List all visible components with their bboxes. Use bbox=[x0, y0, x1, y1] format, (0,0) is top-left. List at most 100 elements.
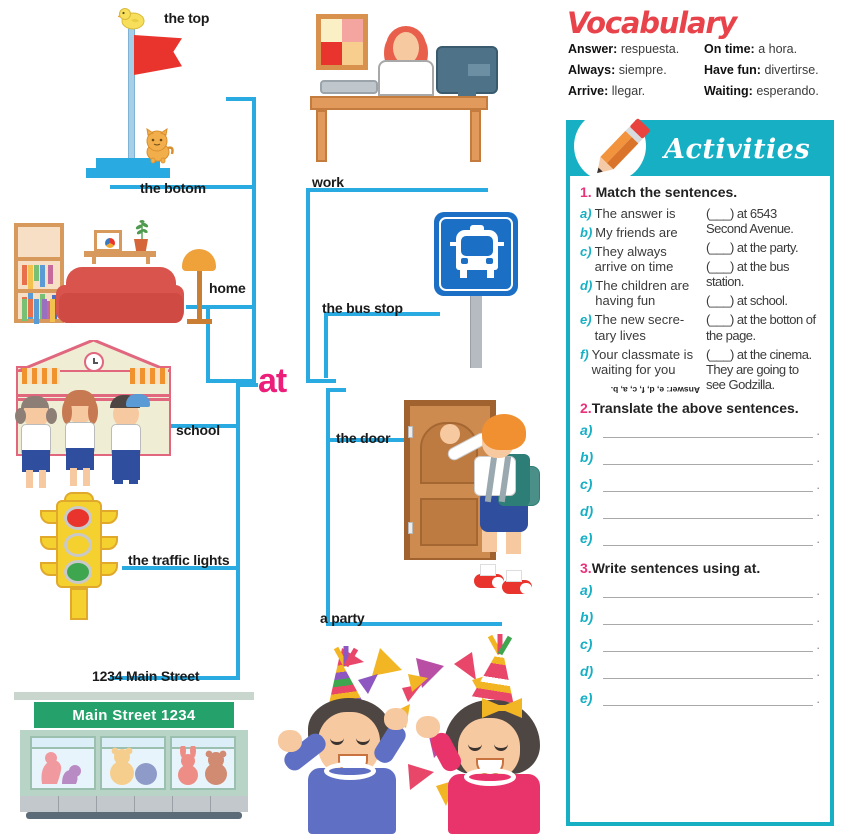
label-the-bottom: the botom bbox=[140, 180, 206, 196]
write-line[interactable] bbox=[603, 612, 814, 625]
vocab-entry: Waiting: esperando. bbox=[704, 84, 819, 99]
connector-line bbox=[326, 622, 502, 626]
label-school: school bbox=[176, 422, 220, 438]
vocab-entry: Arrive: llegar. bbox=[568, 84, 646, 99]
red-flag bbox=[134, 35, 182, 75]
yellow-light bbox=[64, 533, 92, 557]
connector-line bbox=[252, 185, 256, 381]
matching-exercise: a)The answer is b)My friends are c)They … bbox=[580, 206, 820, 396]
duck-icon bbox=[118, 8, 145, 30]
flag-base-upper bbox=[96, 158, 160, 168]
flagpole-illustration: the top the botom bbox=[0, 0, 230, 196]
connector-line bbox=[122, 566, 240, 570]
exercise-3-number: 3. bbox=[580, 559, 592, 576]
wall-picture bbox=[94, 230, 122, 252]
store-window-center bbox=[100, 736, 166, 790]
computer-monitor bbox=[436, 46, 498, 94]
connector-line bbox=[252, 97, 256, 187]
keyboard bbox=[320, 80, 378, 94]
school-illustration: school bbox=[4, 338, 220, 488]
exercise-3-heading: 3.Write sentences using at. bbox=[580, 559, 761, 576]
activities-body: 1. Match the sentences. a)The answer is … bbox=[570, 176, 830, 717]
vocab-entry: Always: siempre. bbox=[568, 63, 667, 78]
connector-line bbox=[236, 383, 258, 387]
write-line[interactable] bbox=[603, 585, 814, 598]
activities-card: Activities 1. Match the sentences. a)The… bbox=[566, 110, 834, 826]
label-the-top: the top bbox=[164, 10, 210, 26]
flag-base-lower bbox=[86, 168, 170, 178]
vocabulary-list: Answer: respuesta. On time: a hora. Alwa… bbox=[568, 40, 836, 103]
hat-tassel-boy bbox=[333, 646, 359, 668]
write-line[interactable] bbox=[603, 533, 814, 546]
write-line[interactable] bbox=[603, 506, 814, 519]
home-illustration: home bbox=[4, 205, 246, 325]
match-blank[interactable]: (___) at the cinema. They are going to s… bbox=[705, 346, 812, 392]
boy-hand bbox=[440, 424, 460, 444]
label-address: 1234 Main Street bbox=[92, 668, 200, 684]
mindmap-diagram: at bbox=[0, 0, 556, 834]
store-sign-text: Main Street 1234 bbox=[72, 706, 196, 724]
school-roof-outline bbox=[16, 340, 171, 372]
right-panel: Vocabulary Answer: respuesta. On time: a… bbox=[560, 0, 841, 834]
match-blank[interactable]: (___) at the botton of the page. bbox=[705, 312, 816, 343]
vocab-entry: Have fun: divertirse. bbox=[704, 63, 819, 78]
blank-row: b). bbox=[580, 448, 820, 465]
label-work: work bbox=[312, 174, 344, 190]
label-a-party: a party bbox=[320, 610, 365, 626]
write-line[interactable] bbox=[603, 639, 814, 652]
exercise-2-heading: 2.Translate the above sentences. bbox=[580, 399, 799, 416]
vocab-entry: On time: a hora. bbox=[704, 42, 798, 56]
write-line[interactable] bbox=[603, 479, 814, 492]
party-illustration: a party bbox=[278, 610, 556, 834]
connector-line bbox=[324, 312, 440, 316]
connector-line bbox=[306, 188, 488, 192]
blank-row: c). bbox=[580, 475, 820, 492]
match-item: d)The children are having fun bbox=[580, 278, 690, 309]
hair-bow bbox=[482, 698, 522, 718]
green-light bbox=[64, 560, 92, 584]
write-line[interactable] bbox=[603, 693, 814, 706]
blank-row: c). bbox=[580, 635, 820, 652]
blank-row: b). bbox=[580, 608, 820, 625]
cat-icon bbox=[146, 128, 174, 164]
desk bbox=[310, 96, 488, 110]
connector-line bbox=[326, 438, 434, 442]
match-blank[interactable]: (___) at 6543 Second Avenue. bbox=[705, 206, 794, 237]
work-illustration: work bbox=[300, 8, 500, 190]
write-line[interactable] bbox=[603, 425, 814, 438]
connector-line bbox=[110, 185, 256, 189]
boy-shoe-left bbox=[474, 574, 504, 588]
boy-shoe-right bbox=[502, 580, 532, 594]
write-line[interactable] bbox=[603, 666, 814, 679]
match-blank[interactable]: (___) at the bus station. bbox=[705, 259, 790, 290]
flower-pot bbox=[134, 239, 148, 251]
pencil-icon bbox=[597, 118, 650, 174]
blank-row: e). bbox=[580, 529, 820, 546]
label-traffic-lights: the traffic lights bbox=[128, 552, 230, 568]
answer-key: Answer: e, d, f, c, a, b. bbox=[610, 384, 700, 395]
match-item: f)Your classmate is waiting for you bbox=[580, 346, 694, 377]
matching-right-column: (___) at 6543 Second Avenue. (___) at th… bbox=[706, 206, 820, 396]
plant-icon bbox=[135, 220, 149, 241]
blank-row: a). bbox=[580, 581, 820, 598]
store-window-right bbox=[170, 736, 236, 790]
match-item: a)The answer is bbox=[580, 206, 676, 221]
connector-line bbox=[326, 392, 330, 626]
write-line[interactable] bbox=[603, 452, 814, 465]
framed-picture bbox=[316, 14, 368, 70]
connector-line bbox=[186, 305, 256, 309]
bus-stop-illustration: the bus stop bbox=[322, 212, 540, 372]
label-the-door: the door bbox=[336, 430, 391, 446]
store-sign: Main Street 1234 bbox=[34, 702, 234, 728]
activities-title: Activities bbox=[664, 134, 811, 165]
match-item: c)They always arrive on time bbox=[580, 244, 674, 275]
match-blank[interactable]: (___) at the party. bbox=[705, 240, 799, 256]
matching-left-column: a)The answer is b)My friends are c)They … bbox=[580, 206, 702, 396]
connector-line bbox=[206, 305, 210, 383]
wall-shelf bbox=[84, 251, 156, 257]
match-blank[interactable]: (___) at school. bbox=[705, 293, 788, 309]
red-light bbox=[64, 506, 92, 530]
connector-line bbox=[110, 676, 240, 680]
connector-line bbox=[226, 97, 256, 101]
